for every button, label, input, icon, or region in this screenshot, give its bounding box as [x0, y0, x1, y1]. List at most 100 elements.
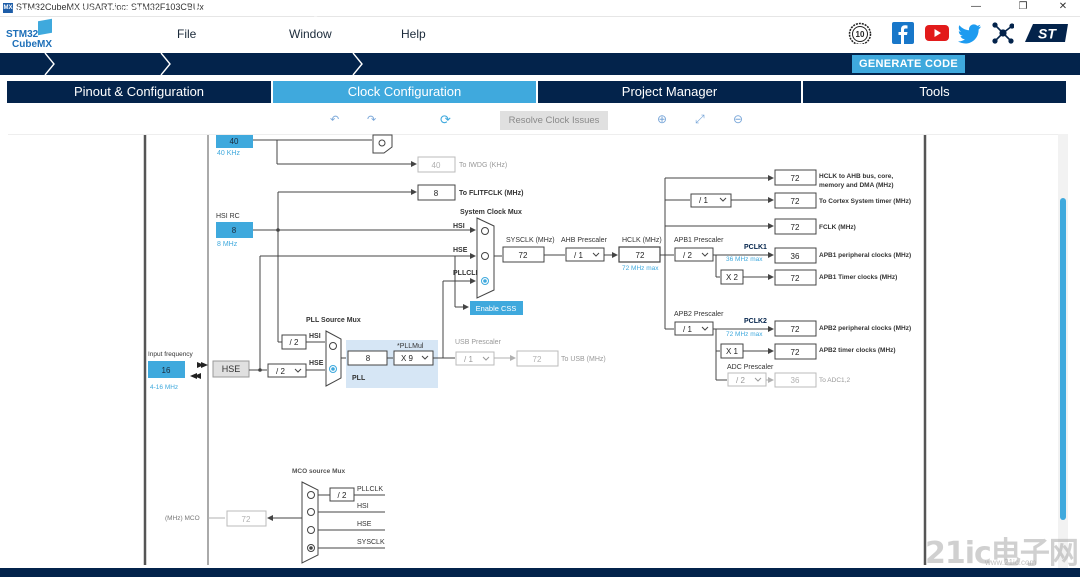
apb1-prescaler-value: / 2 [683, 251, 692, 260]
menu-window[interactable]: Window [289, 27, 332, 41]
pllmux-radio-hsi[interactable] [329, 342, 337, 350]
usb-output-value: 72 [533, 355, 542, 364]
output-hclk-label: HCLK to AHB bus, core, [819, 173, 893, 180]
output-apb2-periph-box[interactable] [774, 320, 817, 337]
tab-clock-configuration[interactable]: Clock Configuration [273, 81, 536, 103]
breadcrumb-current[interactable]: USART.ioc - Clock Configuration [186, 5, 357, 17]
menu-file[interactable]: File [177, 27, 197, 41]
zoom-out-icon[interactable]: ⊖ [733, 112, 744, 126]
maximize-button[interactable]: ❐ [1018, 1, 1028, 12]
usb-output-label: To USB (MHz) [561, 356, 606, 363]
output-hclk-box[interactable] [774, 169, 817, 186]
mcomux-radio-hsi[interactable] [307, 508, 315, 516]
pclk2-max: 72 MHz max [726, 331, 763, 338]
chevron-down-icon [701, 252, 709, 257]
hse-divider-select[interactable] [267, 363, 307, 378]
tab-tools[interactable]: Tools [803, 81, 1066, 103]
ahb-prescaler-value: / 1 [574, 251, 583, 260]
enable-css-label: Enable CSS [476, 304, 517, 313]
pll-source-mux [325, 330, 342, 387]
sysmux-hse-label: HSE [453, 247, 468, 254]
generate-code-button[interactable]: GENERATE CODE [852, 55, 965, 73]
hsi-freq-label: 8 MHz [217, 241, 238, 248]
output-hclk-label2: memory and DMA (MHz) [819, 182, 894, 189]
apb2-prescaler-select[interactable] [674, 321, 714, 336]
logo-line2: CubeMX [12, 39, 52, 50]
zoom-in-icon[interactable]: ⊕ [657, 112, 668, 126]
output-fclk-box[interactable] [774, 218, 817, 235]
menu-help[interactable]: Help [401, 27, 426, 41]
enable-css-button[interactable] [470, 301, 523, 315]
adc-prescaler-select[interactable] [727, 372, 767, 387]
badge-10-text: 10 [856, 30, 865, 39]
sysmux-pllclk-label: PLLCLK [453, 270, 481, 277]
hclk-max: 72 MHz max [622, 265, 659, 272]
hsi-value: 8 [232, 226, 237, 235]
network-icon[interactable] [992, 22, 1014, 44]
hse-label: HSE [222, 364, 241, 374]
tab-pinout[interactable]: Pinout & Configuration [7, 81, 271, 103]
hse-block [212, 360, 250, 378]
pllmul-value: X 9 [401, 354, 414, 363]
pllmul-select[interactable] [393, 350, 434, 366]
pllmul-label: *PLLMul [397, 343, 424, 350]
bottom-status-bar [0, 568, 1080, 577]
usb-prescaler-select[interactable] [455, 351, 495, 366]
mco-pll-divider-value: / 2 [338, 491, 347, 500]
chevron-down-icon [754, 377, 762, 382]
usb-prescaler-label: USB Prescaler [455, 339, 502, 346]
output-apb1-timer-box[interactable] [774, 269, 817, 286]
pllmux-hse-label: HSE [309, 360, 324, 367]
pll-source-mux-label: PLL Source Mux [306, 317, 361, 324]
breadcrumb-mcu[interactable]: STM32F103CBUx [70, 5, 160, 17]
mux-radio[interactable] [378, 139, 386, 147]
tab-project-manager[interactable]: Project Manager [538, 81, 801, 103]
output-apb2-timer-value: 72 [791, 348, 800, 357]
sysclk-label: SYSCLK (MHz) [506, 237, 555, 244]
window-title: STM32CubeMX USART.ioc: STM32F103CBUx [16, 2, 204, 12]
mco-source-mux-label: MCO source Mux [292, 468, 345, 475]
mco-label: (MHz) MCO [165, 515, 200, 522]
fit-icon[interactable]: ⤢ [695, 112, 705, 126]
resolve-clock-issues-button[interactable]: Resolve Clock Issues [500, 111, 608, 130]
ahb-prescaler-select[interactable] [565, 247, 605, 262]
sysmux-radio-hsi[interactable] [481, 227, 489, 235]
output-clocks: 72 HCLK to AHB bus, core, memory and DMA… [774, 169, 911, 388]
chevron-down-icon [592, 252, 600, 257]
lsi-value-box[interactable] [216, 135, 253, 148]
input-frequency-box[interactable] [148, 361, 185, 378]
mcomux-radio-hse[interactable] [307, 526, 315, 534]
cortex-divider-select[interactable] [690, 193, 732, 208]
twitter-icon[interactable] [958, 22, 982, 44]
sysmux-radio-hse[interactable] [481, 252, 489, 260]
input-frequency-value: 16 [162, 366, 171, 375]
flitfclk-label: To FLITFCLK (MHz) [459, 190, 523, 197]
redo-icon[interactable]: ↷ [367, 114, 377, 126]
st-logo-text: ST [1038, 26, 1057, 42]
mcomux-radio-pllclk[interactable] [307, 491, 315, 499]
scrollbar-thumb[interactable] [1060, 198, 1066, 520]
facebook-icon[interactable] [892, 22, 914, 44]
ahb-prescaler-label: AHB Prescaler [561, 237, 608, 244]
breadcrumb-home[interactable]: Home [12, 5, 42, 17]
output-apb1-periph-box[interactable] [774, 247, 817, 264]
window-titlebar: MX STM32CubeMX USART.ioc: STM32F103CBUx … [0, 0, 1080, 17]
youtube-icon[interactable] [925, 22, 949, 44]
pllmux-hsi-label: HSI [309, 333, 321, 340]
undo-icon[interactable]: ↶ [330, 114, 340, 126]
usb-prescaler-value: / 1 [464, 355, 473, 364]
chevron-down-icon [719, 197, 727, 202]
output-cortex-box[interactable] [774, 192, 817, 209]
output-apb2-timer-box[interactable] [774, 343, 817, 360]
close-window-button[interactable]: ✕ [1058, 1, 1068, 12]
chevron-down-icon [701, 326, 709, 331]
refresh-icon[interactable]: ⟳ [440, 112, 451, 127]
hsi-value-box[interactable] [216, 222, 253, 238]
output-cortex-label: To Cortex System timer (MHz) [819, 198, 911, 205]
output-adc-box[interactable] [774, 372, 817, 388]
output-fclk-label: FCLK (MHz) [819, 224, 856, 231]
logo-line1: STM32 [6, 29, 39, 40]
minimize-button[interactable]: — [971, 1, 981, 12]
anniversary-10-icon[interactable]: 10 [848, 22, 872, 44]
apb1-prescaler-select[interactable] [674, 247, 714, 262]
